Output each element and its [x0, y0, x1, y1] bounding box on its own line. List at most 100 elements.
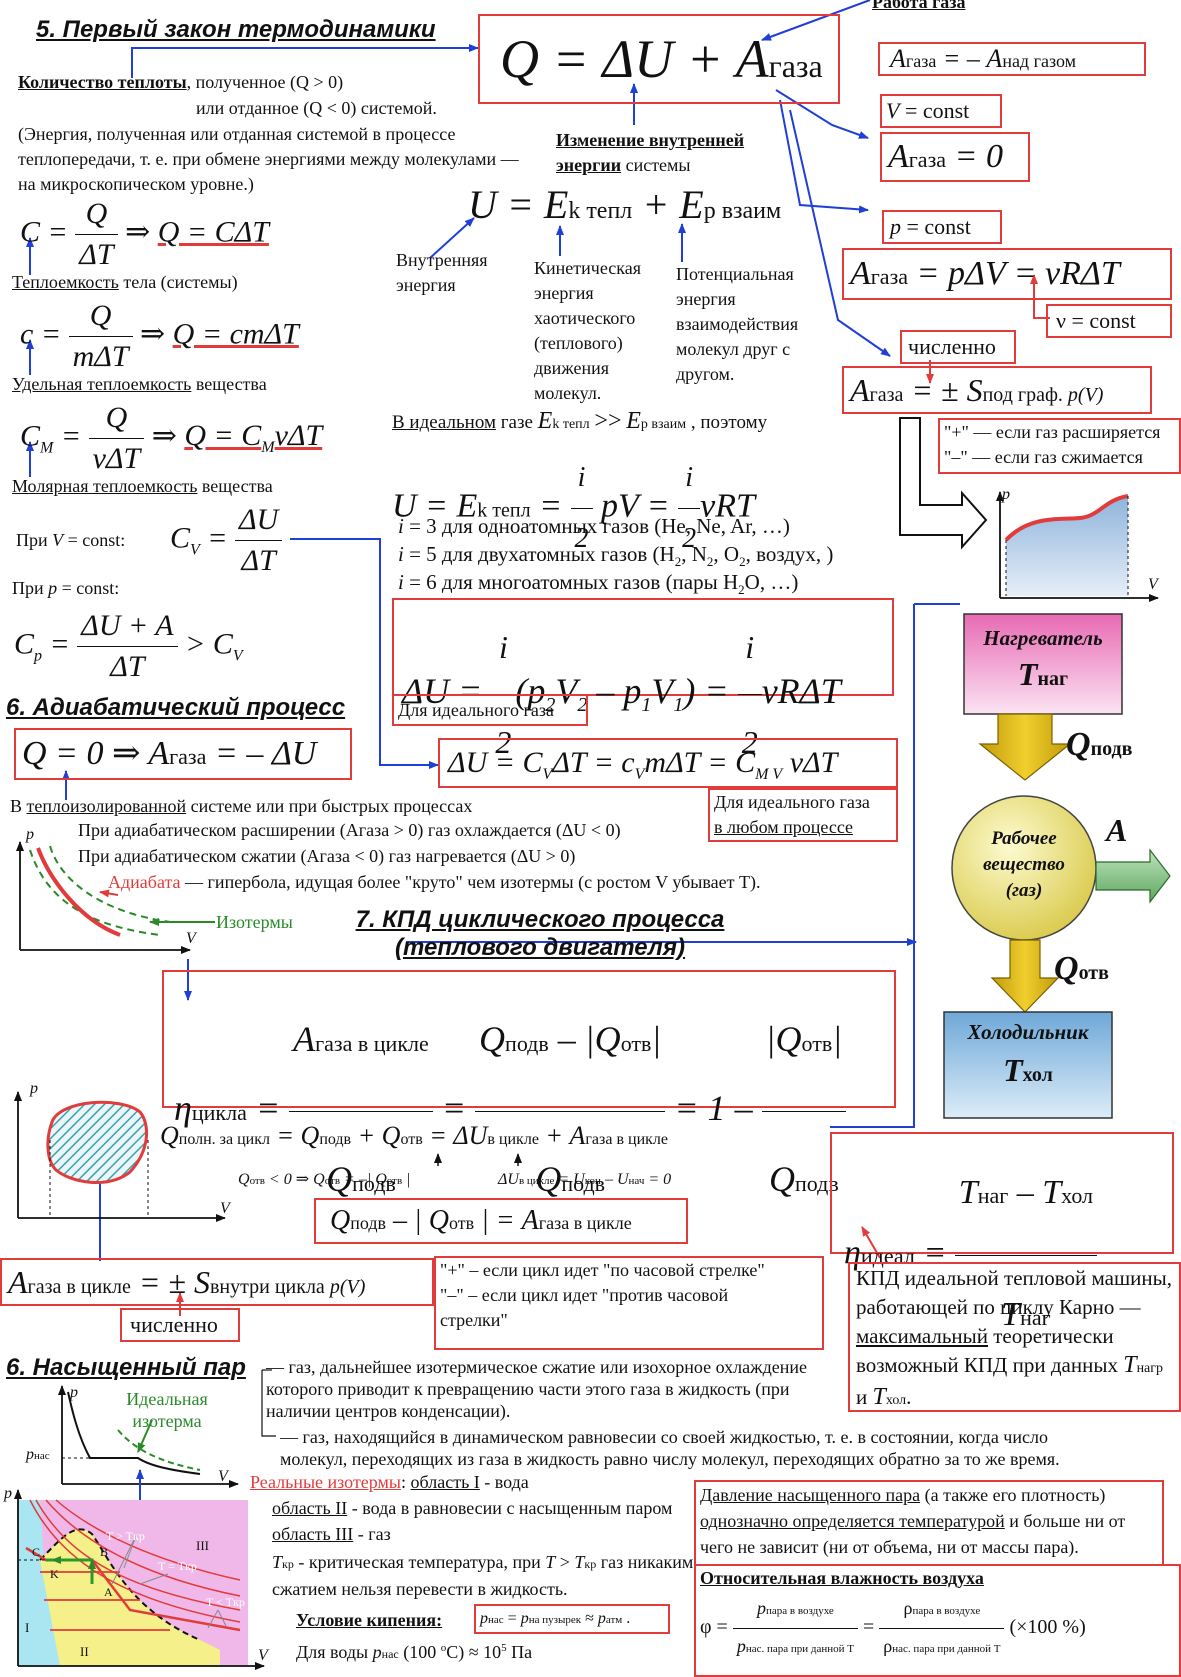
cycle-p-axis: p — [30, 1080, 38, 1097]
cooler-label: Холодильник — [967, 1020, 1089, 1044]
cv-label: При V = const: — [16, 530, 126, 550]
adiabatic-line1: В теплоизолированной системе или при быс… — [10, 796, 473, 816]
heater-label: Нагреватель — [983, 626, 1103, 650]
q-out-arrow-icon — [990, 939, 1060, 1013]
cycle-graph — [14, 1091, 226, 1222]
connector-pconst — [779, 99, 869, 214]
i3-line: i = 3 для одноатомных газов (He, Ne, Ar,… — [398, 514, 790, 538]
cycle-sign-box: "+" – если цикл идет "по часовой стрелке… — [434, 1256, 824, 1350]
v-const-box: V = const — [880, 94, 1002, 128]
u-internal-label: Внутренняя энергия — [396, 250, 488, 295]
work-out-arrow-icon — [1095, 848, 1171, 904]
engine-bracket — [830, 604, 915, 1128]
humidity-title: Относительная влажность воздуха — [700, 1568, 984, 1588]
connector-vconst — [775, 89, 869, 139]
q-out-label: Qотв — [1054, 950, 1109, 987]
adiabatic-line4: Адиабата — гипербола, идущая более "крут… — [108, 872, 761, 892]
heat-engine-diagram — [943, 613, 1171, 1119]
first-law-formula: Q = ΔU + Aгаза — [500, 29, 823, 89]
q-in-label: Qподв — [1066, 726, 1133, 763]
connector-work-label — [761, 0, 871, 41]
q-def-note: (Энергия, полученная или отданная систем… — [18, 124, 519, 194]
heat-capacity-label: Теплоемкость тела (системы) — [12, 272, 238, 292]
adiabatic-line2: При адиабатическом расширении (Aгаза > 0… — [78, 820, 621, 840]
critical-temp-note: Tкр - критическая температура, при T > T… — [272, 1552, 694, 1599]
connector-q-to-formula — [131, 44, 479, 78]
section-title-efficiency: 7. КПД циклического процесса(теплового д… — [355, 906, 725, 961]
working-body-label: Рабочее вещество (газ) — [983, 828, 1065, 901]
adiabatic-formula-box: Q = 0 ⇒ Aгаза = – ΔU — [14, 728, 352, 780]
cycle-numerically-box: численно — [120, 1308, 240, 1342]
hollow-arrow-icon — [899, 417, 988, 550]
ideal-isotherm-label: Идеальная изотерма — [126, 1389, 208, 1431]
carnot-note-box: КПД идеальной тепловой машины, работающе… — [848, 1262, 1181, 1412]
svg-text:III: III — [196, 1538, 209, 1553]
internal-energy-formula: U = Ek тепл + Ep взаим — [468, 182, 782, 227]
du-cycle-zero: ΔUв цикле = Uкон – Uнач = 0 — [498, 1171, 672, 1188]
q-def-line2: или отданное (Q < 0) системой. — [196, 98, 437, 118]
boil-condition: Условие кипения: — [296, 1610, 443, 1630]
svg-text:II: II — [80, 1644, 89, 1659]
i6-line: i = 6 для многоатомных газов (пары H2O, … — [398, 570, 799, 598]
section-title-first-law: 5. Первый закон термодинамики — [36, 16, 436, 43]
graph-p-axis: p — [1002, 486, 1010, 503]
connector-nu-const — [1033, 283, 1050, 319]
svg-text:p: p — [3, 1485, 12, 1502]
ideal-isotherm-graph — [58, 1385, 239, 1515]
connector-u-internal — [429, 217, 475, 259]
isotherms-label: Изотермы — [216, 912, 293, 932]
adiabat-p-axis: p — [26, 826, 34, 843]
numerically-box: численно — [900, 330, 1016, 364]
cooler-temp: Tхол — [1003, 1052, 1053, 1088]
connector-area — [789, 109, 891, 357]
saturated-def2: — газ, находящийся в динамическом равнов… — [280, 1427, 1060, 1469]
graph-v-axis: V — [1148, 576, 1158, 593]
balance-box: Qподв – | Qотв | = Aгаза в цикле — [314, 1198, 688, 1244]
small-graph-v-axis: V — [218, 1468, 228, 1485]
saturated-def1: — газ, дальнейшее изотермическое сжатие … — [266, 1357, 807, 1421]
boil-formula-box: pнас = pна пузырек ≈ pатм . — [474, 1604, 670, 1634]
svg-text:C: C — [32, 1545, 40, 1559]
p-sat-label: pнас — [26, 1446, 50, 1463]
a-p-box: Aгаза = pΔV = νRΔT — [842, 248, 1172, 300]
svg-text:T < Tкр: T < Tкр — [206, 1595, 245, 1609]
q-def-line1: Количество теплоты, полученное (Q > 0) — [18, 72, 344, 92]
cp-label: При p = const: — [12, 578, 120, 598]
heater-box — [963, 613, 1123, 715]
cooler-box — [943, 1011, 1113, 1119]
adiabat-graph — [16, 841, 215, 954]
du-any-process-box: ΔU = CVΔT = cVmΔT = CM V νΔT — [438, 738, 898, 788]
first-law-formula-box: Q = ΔU + Aгаза — [478, 14, 840, 104]
adiabat-v-axis: V — [186, 930, 196, 947]
region3-line: область III - газ — [272, 1524, 391, 1544]
ek-description: Кинетическая энергия хаотического (тепло… — [534, 258, 641, 403]
region2-line: область II - вода в равновесии с насыщен… — [272, 1498, 673, 1518]
section-title-adiabatic: 6. Адиабатический процесс — [6, 694, 346, 721]
work-relation-box: Aгаза = – Aнад газом — [878, 42, 1146, 76]
section-title-saturated-vapour: 6. Насыщенный пар — [6, 1354, 246, 1381]
svg-text:V: V — [258, 1647, 270, 1664]
svg-text:A: A — [104, 1585, 113, 1599]
a-area-box: Aгаза = ± Sпод граф. p(V) — [842, 366, 1152, 414]
humidity-box: Относительная влажность воздуха φ = pпар… — [694, 1564, 1181, 1677]
svg-text:T > Tкр: T > Tкр — [106, 1529, 145, 1543]
a-zero-box: Aгаза = 0 — [880, 132, 1030, 182]
cycle-v-axis: V — [220, 1200, 230, 1217]
real-isotherms-line: Реальные изотермы: область I - вода — [250, 1472, 529, 1492]
work-area-graph — [996, 491, 1159, 602]
sat-pressure-note-box: Давление насыщенного пара (а также его п… — [694, 1480, 1164, 1566]
cycle-area-box: Aгаза в цикле = ± Sвнутри цикла p(V) — [0, 1258, 434, 1306]
